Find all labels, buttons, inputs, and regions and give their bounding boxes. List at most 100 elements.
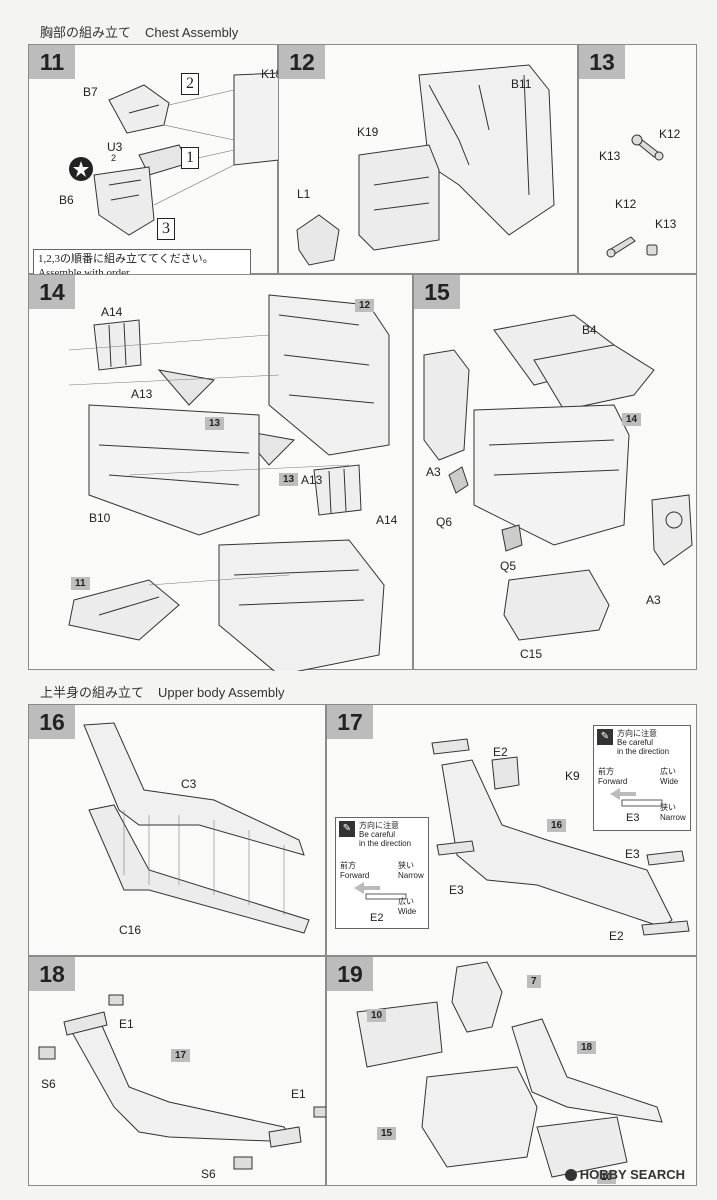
part-label: K12 [615, 197, 637, 211]
step-number: 16 [29, 705, 75, 739]
part-label: U3 [107, 140, 123, 154]
step-11-panel: 11 B7 K18 U3 2 B6 1 2 3 [28, 44, 282, 283]
step-15-drawing [423, 314, 693, 641]
direction-forward: 前方 Forward [598, 766, 627, 786]
caution-en-2: in the direction [617, 747, 670, 756]
watermark-text: HOBBY SEARCH [579, 1167, 685, 1182]
arrow-left-icon [354, 882, 407, 900]
caution-box-e2: ✎ 方向に注意 Be careful in the direction 前方 F… [335, 817, 429, 929]
part-label: K9 [565, 769, 580, 783]
narrow-en: Narrow [660, 813, 686, 822]
step-reference: 15 [377, 1127, 397, 1140]
part-label: A13 [131, 387, 153, 401]
part-label: E2 [609, 929, 624, 943]
direction-narrow: 狭い Narrow [398, 860, 424, 880]
part-label: B11 [511, 77, 532, 91]
part-label: E1 [119, 1017, 134, 1031]
part-label: Q5 [500, 559, 517, 573]
step-14-drawing [68, 294, 390, 671]
forward-jp: 前方 [340, 861, 356, 870]
caution-icon: ✎ [339, 821, 355, 837]
step-reference: 12 [355, 299, 375, 312]
forward-en: Forward [598, 777, 628, 786]
watermark: HOBBY SEARCH [564, 1167, 685, 1182]
section-title-en: Upper body Assembly [158, 685, 285, 700]
part-label: C3 [181, 777, 197, 791]
part-label: S6 [201, 1167, 216, 1181]
order-number-1: 1 [181, 147, 199, 169]
step-number: 18 [29, 957, 75, 991]
forward-en: Forward [340, 871, 370, 880]
part-label: L1 [297, 187, 311, 201]
step-12-drawing [296, 64, 555, 266]
part-label: B6 [59, 193, 74, 207]
step-19-drawing [356, 961, 663, 1178]
order-number-3: 3 [157, 218, 175, 240]
caution-box-e3: ✎ 方向に注意 Be careful in the direction 前方 F… [593, 725, 691, 831]
part-label: K13 [599, 149, 621, 163]
part-label: A14 [101, 305, 123, 319]
step-17-drawing [431, 738, 690, 936]
part-label: E1 [291, 1087, 306, 1101]
direction-wide: 広い Wide [398, 896, 416, 916]
caution-part-label: E2 [370, 912, 384, 924]
caution-jp: 方向に注意 [359, 821, 399, 830]
part-label: B10 [89, 511, 111, 525]
part-label: Q6 [436, 515, 453, 529]
step-17-panel: 17 E2 K9 E3 E3 E2 16 ✎ 方向に注意 Be careful [326, 704, 697, 956]
section-title-upper: 上半身の組み立て Upper body Assembly [40, 682, 284, 701]
caution-part-label: E3 [626, 812, 640, 824]
step-18-panel: 18 E1 S6 E1 S6 17 [28, 956, 327, 1186]
wide-en: Wide [398, 907, 417, 916]
narrow-jp: 狭い [660, 803, 676, 812]
step-reference: 7 [527, 975, 541, 988]
order-number-2: 2 [181, 73, 199, 95]
step-11-drawing [69, 72, 279, 236]
part-label: A13 [301, 473, 323, 487]
direction-narrow: 狭い Narrow [660, 802, 686, 822]
wide-jp: 広い [398, 897, 414, 906]
section-title-jp: 上半身の組み立て [40, 685, 145, 700]
part-label: K19 [357, 125, 379, 139]
step-number: 11 [29, 45, 75, 79]
step-reference: 11 [71, 577, 90, 590]
caution-en-2: in the direction [359, 839, 412, 848]
caution-en-1: Be careful [359, 830, 396, 839]
part-label: E3 [449, 883, 464, 897]
step-number: 17 [327, 705, 373, 739]
step-number: 14 [29, 275, 75, 309]
wide-en: Wide [660, 777, 679, 786]
step-15-panel: 15 B4 A3 Q6 Q5 A3 C15 14 [413, 274, 697, 670]
part-label: B7 [83, 85, 98, 99]
step-number: 15 [414, 275, 460, 309]
step-18-drawing [38, 994, 327, 1170]
wide-jp: 広い [660, 767, 676, 776]
hobby-search-logo-icon [564, 1168, 577, 1181]
part-label: A3 [646, 593, 661, 607]
step-14-panel: 14 A14 A13 A13 [28, 274, 413, 671]
arrow-left-icon [610, 788, 663, 807]
part-label: A14 [376, 513, 398, 527]
part-quantity: 2 [111, 153, 117, 163]
step-reference: 13 [279, 473, 299, 486]
part-label: K12 [659, 127, 681, 141]
part-label: B4 [582, 323, 597, 337]
step-reference: 10 [367, 1009, 387, 1022]
step-reference: 10 [597, 1171, 617, 1184]
caution-en-1: Be careful [617, 738, 654, 747]
section-title-jp: 胸部の組み立て [40, 25, 132, 40]
step-16-panel: 16 C3 C16 [28, 704, 326, 956]
step-19-panel: 19 7 10 18 15 10 [326, 956, 697, 1186]
part-label: K13 [655, 217, 677, 231]
step-reference: 18 [577, 1041, 597, 1054]
narrow-jp: 狭い [398, 861, 414, 870]
part-label: E3 [625, 847, 640, 861]
part-label: A3 [426, 465, 441, 479]
step-reference: 14 [622, 413, 642, 426]
part-label: C15 [520, 647, 543, 661]
narrow-en: Narrow [398, 871, 424, 880]
direction-wide: 広い Wide [660, 766, 678, 786]
part-label: K18 [261, 67, 283, 81]
direction-forward: 前方 Forward [340, 860, 369, 880]
